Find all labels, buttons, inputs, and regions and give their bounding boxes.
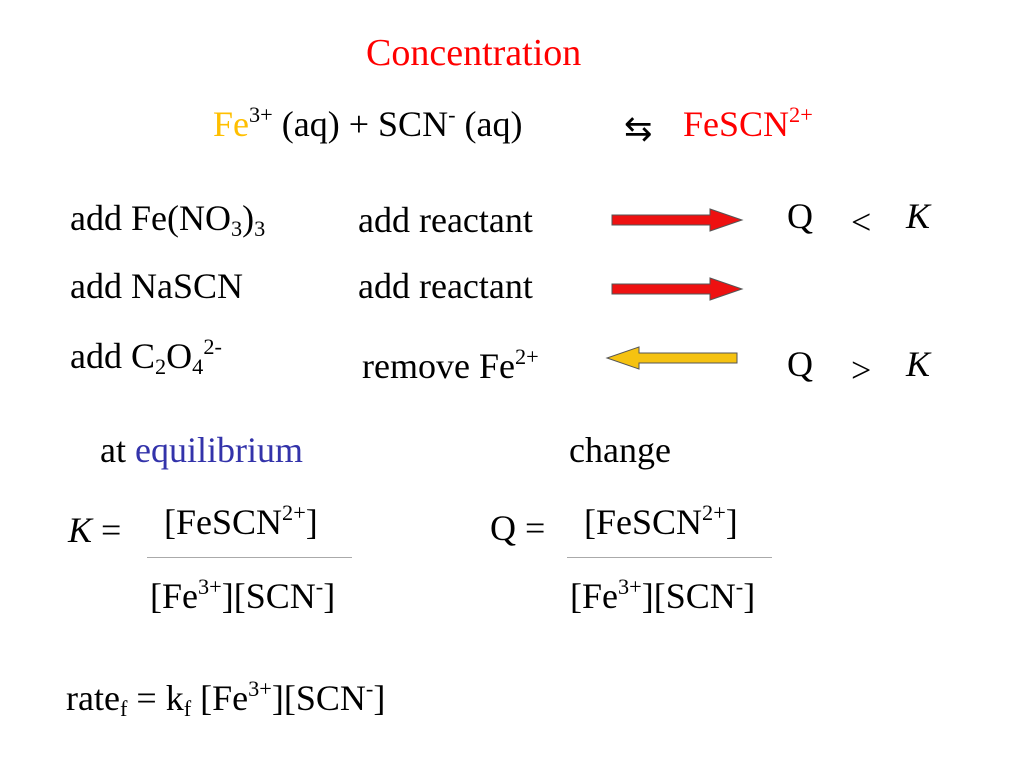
k-den2-suffix: ]	[323, 576, 336, 616]
row3-relation: >	[851, 350, 872, 390]
row1-q: Q	[787, 196, 813, 236]
row1-relation: <	[851, 202, 872, 242]
q-denominator: [Fe3+][SCN-]	[570, 576, 756, 616]
rate-conc2-prefix: [SCN	[283, 678, 366, 718]
row3-add-mid: O	[166, 336, 193, 376]
row3-effect: remove Fe2+	[362, 346, 539, 386]
rate-equals: =	[136, 678, 157, 718]
equilibrium-arrow-icon: ⇆	[624, 109, 653, 149]
k-num-sup: 2+	[282, 500, 306, 526]
row2-effect: add reactant	[358, 266, 533, 306]
row3-add: add C2O42-	[70, 336, 222, 378]
at-equilibrium-label: at equilibrium	[100, 432, 303, 468]
row3-add-sup: 2-	[203, 334, 222, 360]
q-num-sup: 2+	[702, 500, 726, 526]
rate-k-sub: f	[183, 696, 192, 722]
reactant-scn-state: (aq)	[464, 104, 523, 144]
row1-k: K	[906, 196, 931, 236]
row1-arrow-right-icon	[611, 208, 744, 232]
q-den2-sup: -	[735, 574, 744, 600]
k-den2-prefix: [SCN	[233, 576, 316, 616]
page-title: Concentration	[366, 32, 582, 74]
q-den1-prefix: [Fe	[570, 576, 618, 616]
row3-effect-prefix: remove Fe	[362, 346, 515, 386]
row2-arrow-right-icon	[611, 277, 744, 301]
q-den2-prefix: [SCN	[653, 576, 736, 616]
k-symbol: K	[68, 510, 93, 550]
equilibrium-label: equilibrium	[134, 430, 303, 470]
k-numerator: [FeSCN2+]	[164, 502, 318, 542]
reactant-fe-state: (aq)	[281, 104, 340, 144]
q-numerator: [FeSCN2+]	[584, 502, 738, 542]
row2-add: add NaSCN	[70, 266, 243, 306]
at-label: at	[100, 430, 126, 470]
rate-k: k	[165, 678, 184, 718]
row3-effect-sup: 2+	[514, 344, 539, 370]
plus-sign: +	[348, 104, 370, 144]
reactant-scn: SCN	[378, 104, 449, 144]
q-expression-lhs: Q =	[490, 510, 545, 546]
q-equals: =	[525, 508, 546, 548]
reactant-fe-charge: 3+	[249, 102, 273, 128]
rate-law: ratef = kf [Fe3+][SCN-]	[66, 678, 386, 720]
row1-add: add Fe(NO3)3	[70, 198, 265, 240]
rate-sub: f	[119, 696, 128, 722]
k-num-suffix: ]	[305, 502, 318, 542]
row1-effect: add reactant	[358, 200, 533, 240]
rate-conc1-sup: 3+	[248, 676, 272, 702]
k-den2-sup: -	[315, 574, 324, 600]
rate-conc1-prefix: [Fe	[200, 678, 249, 718]
k-den1-suffix: ]	[221, 576, 234, 616]
rate-conc2-suffix: ]	[373, 678, 386, 718]
k-den1-prefix: [Fe	[150, 576, 198, 616]
row3-q: Q	[787, 344, 813, 384]
row3-k: K	[906, 344, 931, 384]
k-fraction-bar	[147, 557, 352, 558]
reaction-equation: Fe3+ (aq) + SCN- (aq)	[213, 104, 523, 144]
row3-add-sub2: 4	[192, 354, 204, 380]
rate-conc2-sup: -	[365, 676, 374, 702]
q-den1-suffix: ]	[641, 576, 654, 616]
k-num-prefix: [FeSCN	[164, 502, 283, 542]
k-equals: =	[101, 510, 122, 550]
row1-add-mid: )	[242, 198, 255, 238]
rate-label: rate	[66, 678, 120, 718]
k-den1-sup: 3+	[198, 574, 222, 600]
q-den1-sup: 3+	[618, 574, 642, 600]
row3-arrow-left-icon	[605, 346, 738, 370]
row1-add-prefix: add Fe(NO	[70, 198, 231, 238]
q-fraction-bar	[567, 557, 772, 558]
product-label: FeSCN	[683, 104, 790, 144]
k-expression-lhs: K =	[68, 512, 121, 548]
q-symbol: Q	[490, 508, 516, 548]
product-charge: 2+	[789, 102, 813, 128]
row1-add-sub2: 3	[254, 216, 266, 242]
row1-add-sub1: 3	[230, 216, 243, 242]
reactant-scn-charge: -	[448, 102, 456, 128]
k-denominator: [Fe3+][SCN-]	[150, 576, 336, 616]
rate-conc1-suffix: ]	[271, 678, 284, 718]
product-fescn: FeSCN2+	[683, 104, 813, 144]
q-den2-suffix: ]	[743, 576, 756, 616]
row3-add-sub1: 2	[155, 354, 167, 380]
change-label: change	[569, 430, 671, 470]
q-num-prefix: [FeSCN	[584, 502, 703, 542]
reactant-fe: Fe	[213, 104, 249, 144]
row3-add-prefix: add C	[70, 336, 155, 376]
q-num-suffix: ]	[725, 502, 738, 542]
